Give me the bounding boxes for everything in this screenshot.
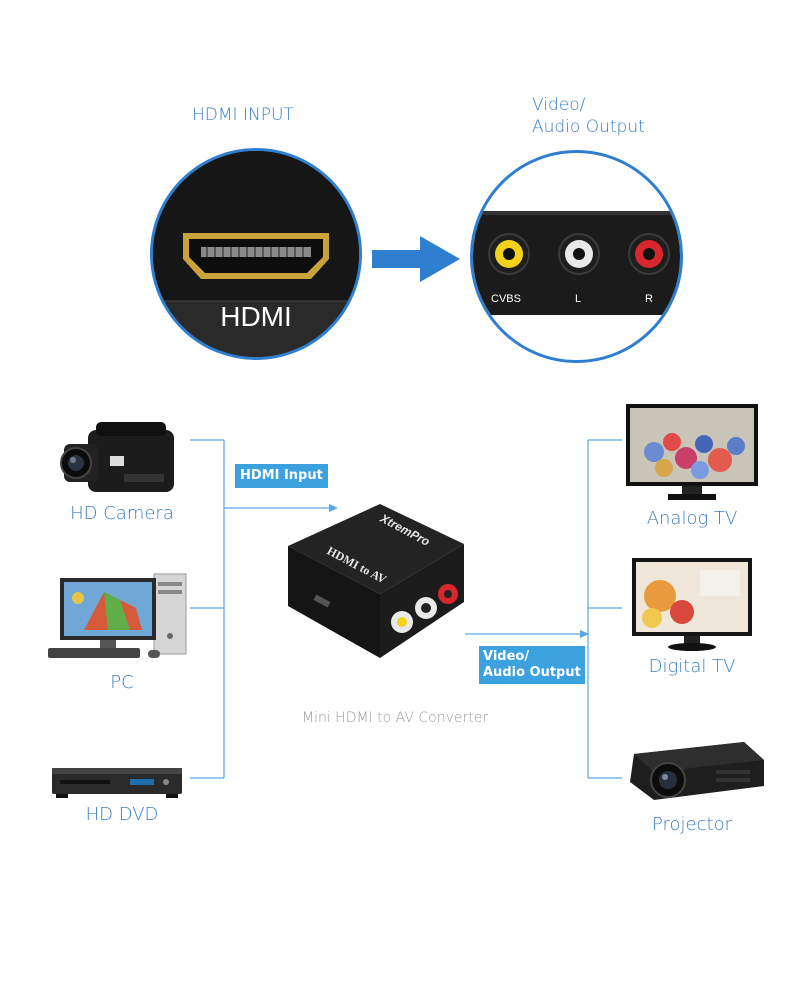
desktop-pc-icon	[48, 573, 187, 658]
hdmi-input-title: HDMI INPUT	[192, 105, 294, 125]
av-output-tag-line2: Audio Output	[483, 665, 581, 680]
rca-ports-illustration	[473, 211, 680, 315]
dvd-player-icon	[52, 768, 182, 798]
analog-tv-icon	[626, 404, 758, 500]
label-digital-tv: Digital TV	[648, 656, 736, 677]
hdmi-port-closeup: HDMI	[150, 148, 362, 360]
port-label-cvbs: CVBS	[491, 293, 521, 305]
camcorder-icon	[60, 422, 174, 492]
label-analog-tv: Analog TV	[646, 508, 738, 529]
av-output-closeup: CVBS L R	[470, 150, 683, 363]
hdmi-input-tag: HDMI Input	[235, 464, 328, 488]
converter-box-illustration	[288, 504, 464, 658]
label-projector: Projector	[652, 814, 732, 835]
digital-tv-icon	[632, 558, 752, 651]
converter-rca-jacks	[391, 584, 458, 633]
av-output-tag-line1: Video/	[483, 649, 530, 664]
label-pc: PC	[110, 672, 134, 693]
projector-icon	[630, 742, 764, 800]
converter-caption: Mini HDMI to AV Converter	[302, 710, 489, 726]
hdmi-port-illustration	[153, 151, 359, 357]
port-label-r: R	[645, 293, 653, 305]
output-title-line1: Video/	[532, 95, 586, 115]
av-output-tag: Video/ Audio Output	[479, 646, 585, 684]
port-label-l: L	[575, 293, 582, 305]
arrow-to-outputs-icon	[580, 630, 589, 638]
arrow-to-converter-icon	[329, 504, 338, 512]
label-hd-camera: HD Camera	[70, 503, 174, 524]
output-title-line2: Audio Output	[532, 117, 645, 137]
label-hd-dvd: HD DVD	[85, 804, 159, 825]
right-arrow-icon	[372, 236, 460, 282]
hdmi-port-text: HDMI	[220, 301, 292, 332]
output-title: Video/ Audio Output	[532, 94, 645, 138]
